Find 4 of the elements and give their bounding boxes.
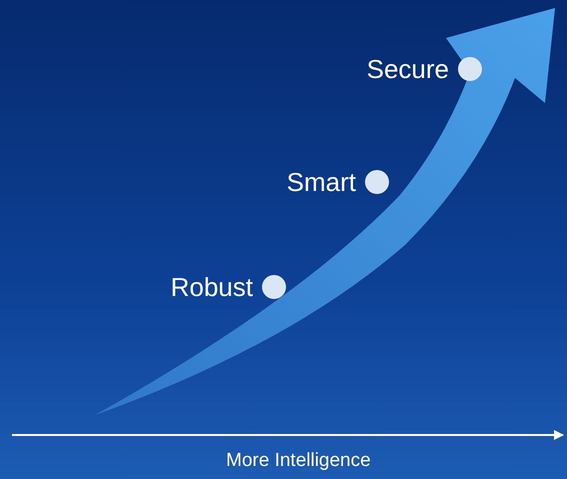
- milestone-label: Smart: [286, 167, 356, 197]
- milestone-label: Secure: [366, 54, 449, 84]
- milestone-label: Robust: [170, 272, 253, 302]
- axis-label: More Intelligence: [226, 450, 371, 472]
